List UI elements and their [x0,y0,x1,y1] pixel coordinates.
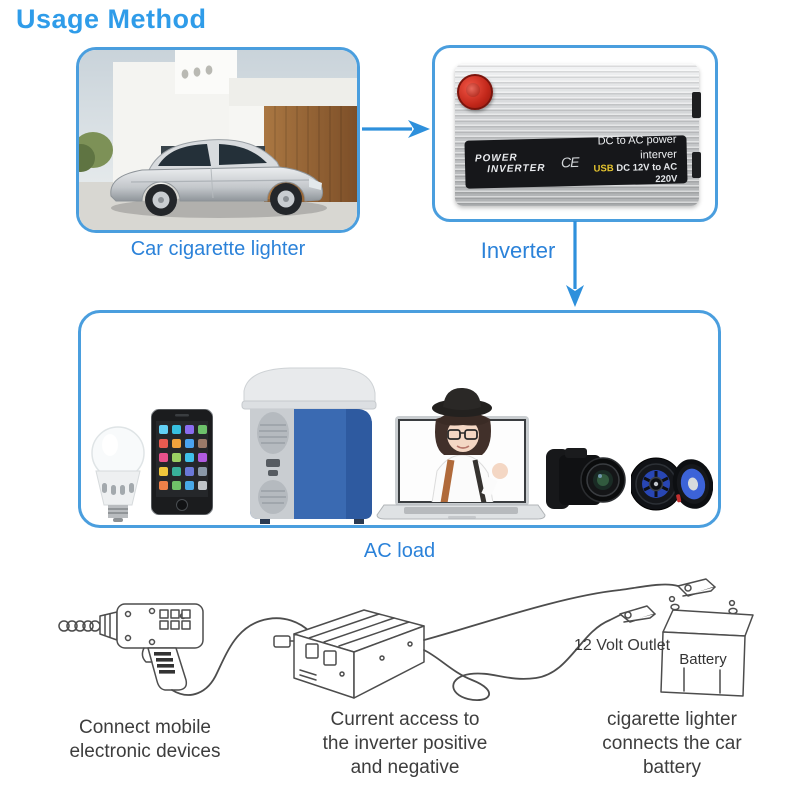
caption-line: Current access to [330,709,480,730]
positive-cable [423,583,679,641]
woman-head [432,387,492,455]
car-illustration [110,139,323,216]
arrow-right-icon [362,120,430,138]
inverter-label: Inverter [480,238,556,263]
car-fridge-image [241,367,377,524]
negative-cable [423,613,623,701]
inverter-line-art [273,609,425,699]
caption-line: electronic devices [69,741,221,762]
caption-line: cigarette lighter [607,709,737,730]
caption-line: battery [642,757,702,778]
caption-connect-devices: Connect mobile electronic devices [25,716,265,764]
car-cigarette-lighter-label: Car cigarette lighter [130,238,306,260]
drill-line-art [58,603,204,691]
battery-line-art [660,595,754,697]
smartphone-image [151,409,213,515]
inverter-spec-line: DC 12V to AC 220V [616,161,678,186]
inverter-side-socket [692,152,701,178]
ac-load-label: AC load [363,540,436,562]
battery-label: Battery [679,651,727,668]
caption-line: and negative [350,757,460,778]
inverter-photo-panel: POWER INVERTER CE DC to AC power interve… [432,45,718,222]
caption-line: the inverter positive [322,733,488,754]
wiring-diagram: 12 Volt Outlet Battery [58,578,754,701]
inverter-product-image: POWER INVERTER CE DC to AC power interve… [435,48,715,219]
caption-cigarette-lighter: cigarette lighter connects the car batte… [552,708,792,780]
ac-load-panel [78,310,721,528]
caption-current-access: Current access to the inverter positive … [285,708,525,780]
brand-line2: INVERTER [487,162,546,176]
page-title: Usage Method [16,4,207,34]
car-speakers-image [631,457,713,511]
ce-mark: CE [560,153,579,171]
inverter-brand: POWER INVERTER [475,151,562,175]
laptop-with-woman-image [376,387,546,520]
caption-line: connects the car [602,733,742,754]
inverter-title-line: DC to AC power interver [597,133,677,162]
caption-line: Connect mobile [78,717,212,738]
car-photo [79,50,357,230]
alligator-clip-negative [619,605,656,623]
alligator-clip-positive [677,578,716,597]
car-photo-panel [76,47,360,233]
outlet-label: 12 Volt Outlet [574,637,671,654]
camera-image [546,448,626,509]
usb-label: USB [593,163,614,175]
arrow-down-icon [566,221,584,307]
inverter-label-strip: POWER INVERTER CE DC to AC power interve… [464,133,688,189]
light-bulb-image [91,426,145,522]
inverter-side-socket [692,92,701,118]
inverter-red-terminal [457,74,493,110]
